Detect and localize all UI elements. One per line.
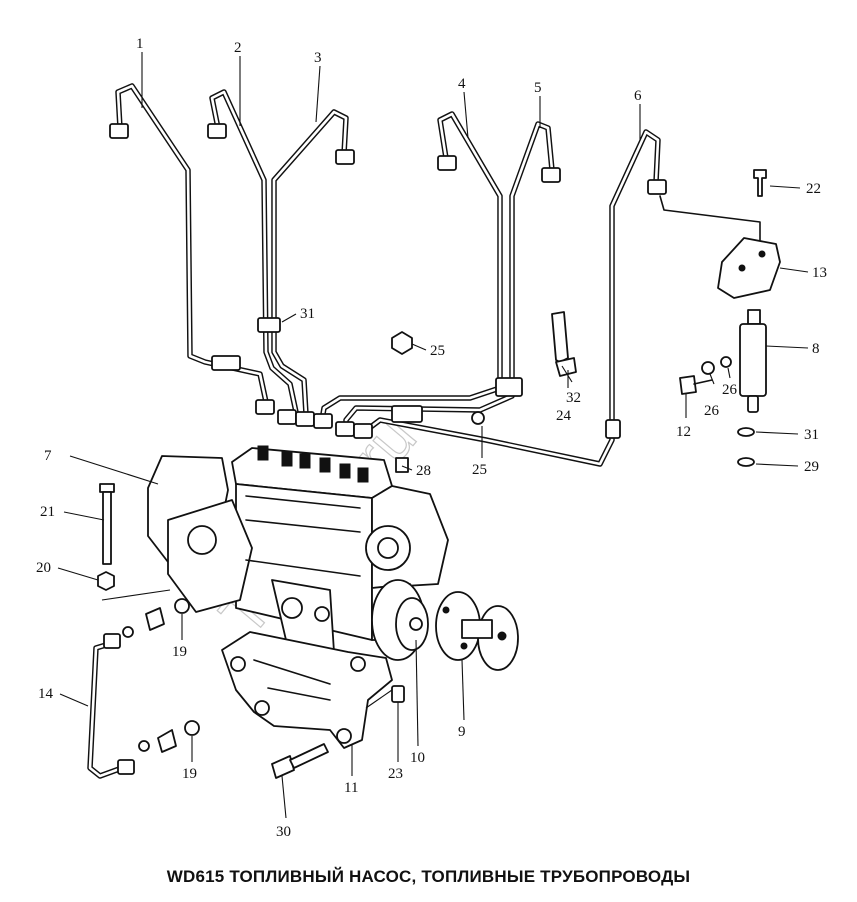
label-2: 2: [234, 40, 242, 56]
label-32: 32: [566, 390, 581, 406]
label-26-a: 26: [704, 403, 720, 419]
label-20: 20: [36, 560, 51, 576]
mounting-bracket-11: [221, 631, 393, 749]
diagram-caption: WD615 ТОПЛИВНЫЙ НАСОС, ТОПЛИВНЫЕ ТРУБОПР…: [166, 867, 691, 886]
small-parts-center: [391, 311, 577, 473]
label-9: 9: [458, 724, 466, 740]
label-31-right: 31: [804, 427, 819, 443]
label-7: 7: [44, 448, 52, 464]
label-30: 30: [276, 824, 291, 840]
fuel-pipes-left: [115, 83, 349, 417]
label-3: 3: [314, 50, 322, 66]
fuel-pump-body: [147, 445, 449, 665]
coupling-parts: [371, 579, 519, 671]
return-pipe-14: [87, 598, 200, 779]
label-6: 6: [634, 88, 642, 104]
leader-lines: [57, 52, 809, 819]
label-10: 10: [410, 750, 425, 766]
nut-25: [391, 331, 413, 355]
bolt-21-shank: [102, 491, 112, 565]
pipe-clamp-right: [495, 377, 523, 397]
pipe-clamp-6: [605, 419, 621, 439]
label-26-b: 26: [722, 382, 738, 398]
label-19-upper: 19: [172, 644, 187, 660]
injector-top: [747, 309, 761, 325]
pipe-nuts: [109, 123, 667, 439]
label-24: 24: [556, 408, 572, 424]
pin-23: [391, 685, 405, 703]
label-19-lower: 19: [182, 766, 197, 782]
washer-26-a: [701, 361, 715, 375]
label-1: 1: [136, 36, 144, 52]
label-11: 11: [344, 780, 358, 796]
washer-26-b: [720, 356, 732, 368]
fitting-25: [471, 411, 485, 425]
injector-8: [739, 323, 767, 397]
bolt-12: [679, 375, 697, 395]
bolt-22: [753, 169, 767, 197]
label-21: 21: [40, 504, 55, 520]
bolt-30-shank: [289, 743, 329, 769]
label-4: 4: [458, 76, 466, 92]
delivery-valves: [257, 445, 369, 483]
pump-side-plate: [167, 499, 253, 613]
label-31-left: 31: [300, 306, 315, 322]
label-23: 23: [388, 766, 403, 782]
seal-29: [737, 457, 755, 467]
label-14: 14: [38, 686, 54, 702]
pipe-clamp-center: [391, 405, 423, 423]
label-5: 5: [534, 80, 542, 96]
label-25-top: 25: [430, 343, 445, 359]
seal-31: [737, 427, 755, 437]
clamp-13: [717, 237, 781, 299]
label-29: 29: [804, 459, 819, 475]
label-25-mid: 25: [472, 462, 487, 478]
fuel-pipes-right: [319, 111, 661, 467]
washer-19-upper: [174, 598, 190, 614]
nut-20: [97, 571, 115, 591]
label-28: 28: [416, 463, 431, 479]
injector-assembly: [659, 169, 781, 467]
bolt-24: [555, 357, 577, 377]
label-13: 13: [812, 265, 827, 281]
label-22: 22: [806, 181, 821, 197]
label-12: 12: [676, 424, 691, 440]
pipe-clamp-lower: [211, 355, 241, 371]
bolt-21-head: [99, 483, 115, 493]
bolt-30-head: [271, 755, 295, 779]
bracket-32: [551, 311, 569, 363]
part-labels: 1 2 3 4 5 6 22 13 8 31 25 32 24 12 26 26…: [36, 36, 827, 840]
bolt-28: [395, 457, 409, 473]
label-8: 8: [812, 341, 820, 357]
pipe-clamp-31: [257, 317, 281, 333]
washer-19-lower: [184, 720, 200, 736]
